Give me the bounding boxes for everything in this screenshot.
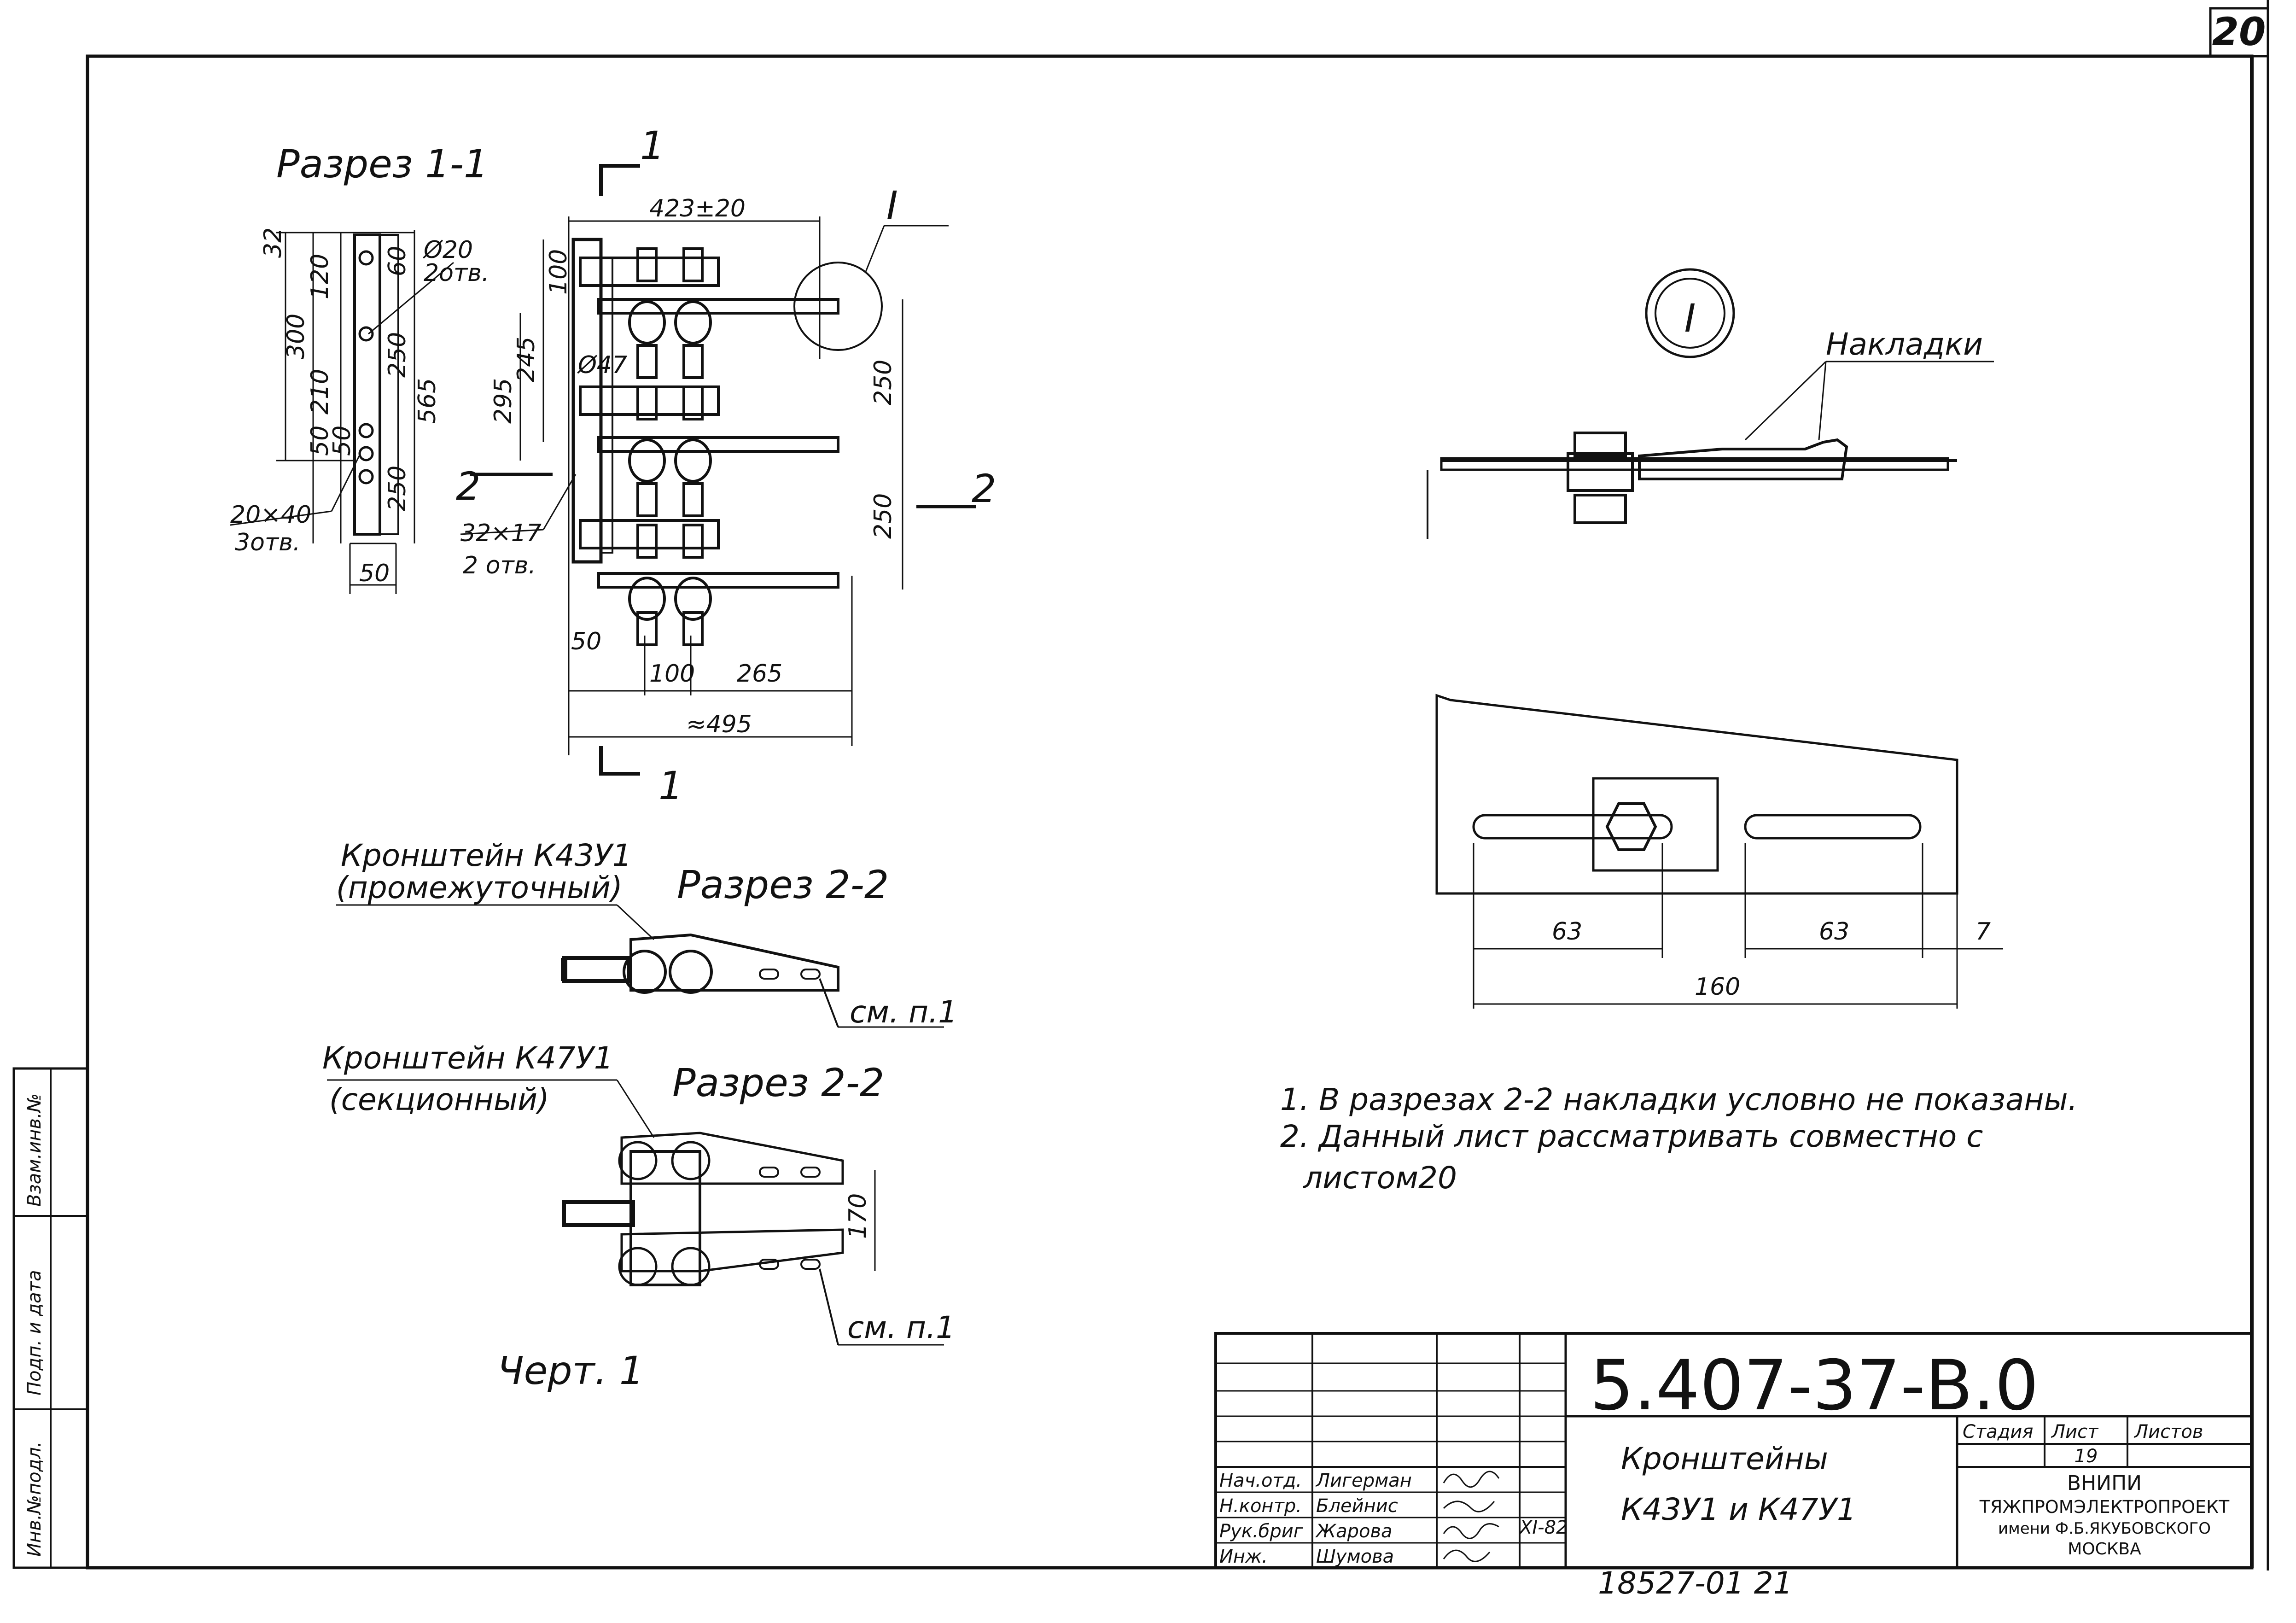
tb-head-sheet: Лист [2051,1421,2099,1442]
cut-2-left: 2 [456,464,480,509]
bracket-assembly: 423±20 50 100 265 ≈495 250 250 100 295 2… [456,123,996,808]
cut-2-right: 2 [972,466,996,511]
tb-org-4: МОСКВА [2068,1540,2141,1559]
detail-callout-circle [793,262,883,351]
tb-org-1: ВНИПИ [2067,1471,2142,1495]
dim-100a: 100 [545,249,572,295]
hole-note-count: 2отв. [424,259,489,287]
tb-org-2: ТЯЖПРОМЭЛЕКТРОПРОЕКТ [1979,1497,2230,1517]
dim-250d: 250 [869,493,897,539]
tb-name-2: Блейнис [1316,1495,1398,1517]
slot-note-size: 20×40 [230,501,311,529]
dim-250a: 250 [384,466,411,511]
title-block-title-1: Кронштейны [1621,1441,1828,1477]
bracket-k47-name: Кронштейн К47У1 [322,1040,613,1076]
dim-300: 300 [282,314,310,359]
signature-4 [1443,1549,1491,1562]
dim-250b: 250 [384,332,411,378]
title-block-title-2: К43У1 и К47У1 [1621,1492,1856,1527]
signature-3 [1443,1523,1499,1539]
note-2: 2. Данный лист рассматривать совместно с [1280,1119,1983,1154]
signature-1 [1443,1471,1500,1488]
detail-dim-160: 160 [1695,973,1740,1001]
dim-60: 60 [384,246,411,276]
detail-dim-63b: 63 [1819,918,1849,946]
tb-head-sheets: Листов [2133,1421,2203,1442]
tb-archive-number: 18527-01 21 [1598,1565,1793,1601]
detail-i-label: Накладки [1826,327,1983,362]
bracket-k47-section: Разрез 2-2 [672,1060,884,1105]
detail-dim-7: 7 [1975,918,1991,946]
figure-caption: Черт. 1 [497,1348,644,1393]
dim-120: 120 [306,254,334,299]
notes: 1. В разрезах 2-2 накладки условно не по… [1280,1082,2078,1196]
dim-265: 265 [737,660,782,688]
tb-role-2: Н.контр. [1219,1495,1302,1517]
title-block: 5.407-37-В.0 Кронштейны К43У1 и К47У1 Ст… [1214,1332,2253,1601]
side-stamp-inv: Инв.№подл. [24,1441,45,1557]
tb-role-4: Инж. [1219,1546,1268,1567]
sheet-frame [86,54,2254,1570]
dim-d47: Ø47 [577,351,627,379]
note-2-cont: листом20 [1302,1160,1457,1196]
tb-name-3: Жарова [1315,1521,1393,1542]
dim-50c: 50 [359,560,390,587]
hole-note-diam: Ø20 [423,236,473,264]
bracket-k47-dim: 170 [844,1193,872,1239]
tb-head-stage: Стадия [1963,1421,2033,1442]
sheet-number: 20 [2212,9,2266,54]
detail-callout-mark: I [886,183,898,228]
dim-50d: 50 [571,628,601,655]
detail-i-mark: I [1684,296,1696,341]
dim-50b: 50 [328,426,356,456]
cut-mark-top: 1 [640,123,664,168]
title-block-code: 5.407-37-В.0 [1590,1346,2039,1426]
slot-note-2otv: 2 отв. [463,552,536,579]
note-1: 1. В разрезах 2-2 накладки условно не по… [1280,1082,2078,1117]
side-stamp: Инв.№подл. Подп. и дата Взам.инв.№ [12,1067,89,1569]
side-stamp-replace: Взам.инв.№ [24,1093,45,1207]
dim-50a: 50 [306,426,334,456]
bracket-k47-kind: (секционный) [329,1082,549,1117]
plate-profile: 32 120 300 210 50 50 250 60 250 565 50 Ø… [230,228,489,594]
sheet-number-box [2209,7,2269,58]
dim-100b: 100 [649,660,695,688]
bracket-k47-ref: см. п.1 [847,1310,955,1345]
slot-note-count: 3отв. [235,529,300,556]
dim-565: 565 [414,378,441,424]
dim-210: 210 [306,369,334,415]
section-1-1-title: Разрез 1-1 [276,141,488,187]
detail-dim-63a: 63 [1552,918,1582,946]
dim-495: ≈495 [686,711,752,738]
side-stamp-sign: Подп. и дата [24,1270,45,1395]
dim-423: 423±20 [649,195,746,222]
tb-sheet-value: 19 [2075,1446,2098,1467]
bracket-k43-view: Кронштейн К43У1 (промежуточный) Разрез 2… [336,838,957,1030]
tb-role-3: Рук.бриг [1219,1521,1304,1542]
dim-32: 32 [259,228,287,258]
tb-role-1: Нач.отд. [1219,1470,1302,1491]
bracket-k43-ref: см. п.1 [850,994,957,1030]
bracket-k43-section: Разрез 2-2 [677,862,889,907]
dim-245: 245 [513,337,540,382]
tb-name-1: Лигерман [1315,1470,1412,1491]
bracket-k43-kind: (промежуточный) [336,870,623,905]
cut-mark-bottom: 1 [658,763,683,808]
dim-295: 295 [490,378,517,424]
signature-2 [1443,1500,1495,1512]
bracket-k43-name: Кронштейн К43У1 [341,838,632,873]
dim-250c: 250 [869,360,897,405]
bracket-k47-view: Кронштейн К47У1 (секционный) Разрез 2-2 … [322,1040,955,1346]
tb-date: XI-82 [1519,1517,1568,1538]
detail-i: I Накладки 63 63 7 160 [1427,268,2003,1009]
tb-org-3: имени Ф.Б.ЯКУБОВСКОГО [1998,1519,2211,1538]
section-1-1: Разрез 1-1 32 120 300 210 50 [230,123,996,808]
tb-name-4: Шумова [1316,1546,1394,1567]
slot-note-32x17: 32×17 [460,520,542,547]
